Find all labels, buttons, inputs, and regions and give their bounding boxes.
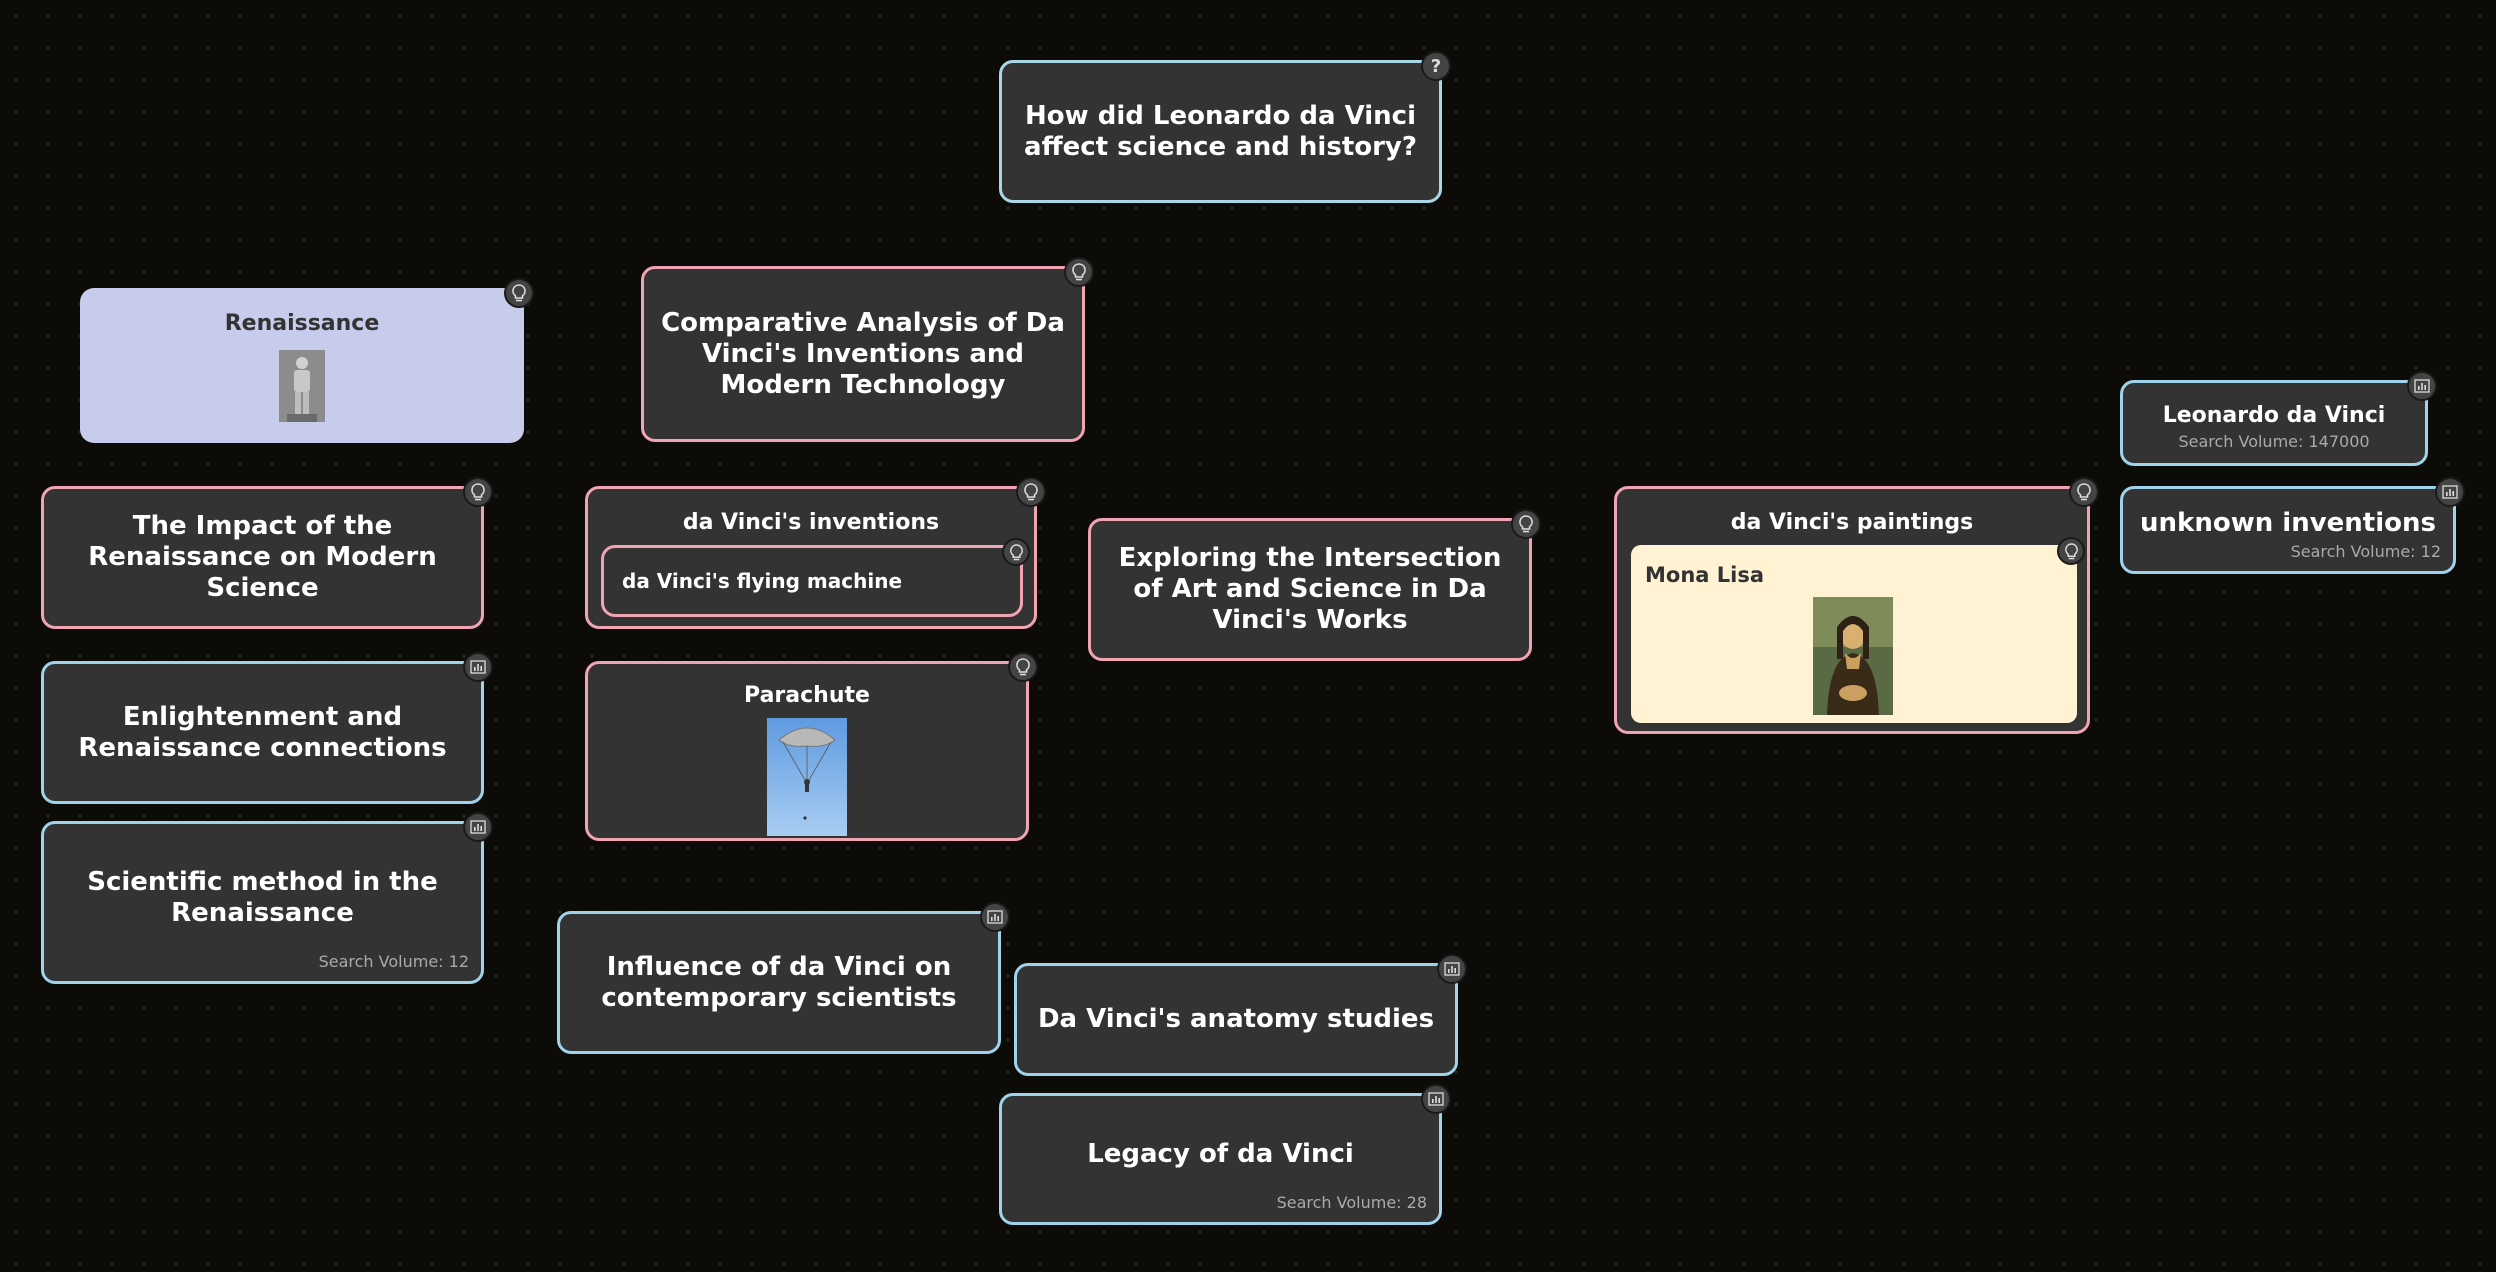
- impact-renaissance-card[interactable]: The Impact of the Renaissance on Modern …: [41, 477, 493, 629]
- lightbulb-icon[interactable]: [2057, 537, 2085, 565]
- paintings-card[interactable]: da Vinci's paintings Mona Lisa: [1614, 477, 2099, 734]
- mona-lisa-title: Mona Lisa: [1645, 563, 1765, 587]
- exploring-intersection-text: Exploring the Intersection of Art and Sc…: [1118, 543, 1502, 635]
- legacy-card[interactable]: Legacy of da Vinci Search Volume: 28: [999, 1084, 1451, 1225]
- bar-chart-icon[interactable]: [980, 902, 1010, 932]
- parachute-image: [767, 718, 847, 836]
- lightbulb-icon[interactable]: [1008, 652, 1038, 682]
- lightbulb-icon[interactable]: [463, 477, 493, 507]
- unknown-inventions-card[interactable]: unknown inventions Search Volume: 12: [2120, 477, 2465, 574]
- scientific-method-text: Scientific method in the Renaissance: [87, 866, 438, 928]
- david-statue-image: [279, 350, 325, 422]
- legacy-search-volume: Search Volume: 28: [1276, 1193, 1427, 1212]
- enlightenment-text: Enlightenment and Renaissance connection…: [78, 701, 447, 763]
- lightbulb-icon[interactable]: [1002, 538, 1030, 566]
- leonardo-da-vinci-card[interactable]: Leonardo da Vinci Search Volume: 147000: [2120, 371, 2437, 466]
- bar-chart-icon[interactable]: [1421, 1084, 1451, 1114]
- flying-machine-card[interactable]: da Vinci's flying machine: [601, 538, 1030, 617]
- question-mark-icon[interactable]: ?: [1421, 51, 1451, 81]
- enlightenment-card[interactable]: Enlightenment and Renaissance connection…: [41, 652, 493, 804]
- legacy-text: Legacy of da Vinci: [1087, 1138, 1354, 1169]
- question-text: How did Leonardo da Vinci affect science…: [1024, 100, 1417, 162]
- unknown-inventions-title: unknown inventions: [2140, 507, 2436, 538]
- mona-lisa-image: [1813, 597, 1893, 715]
- lightbulb-icon[interactable]: [1016, 477, 1046, 507]
- flying-machine-text: da Vinci's flying machine: [622, 569, 903, 593]
- parachute-card[interactable]: Parachute: [585, 652, 1038, 841]
- bar-chart-icon[interactable]: [1437, 954, 1467, 984]
- bar-chart-icon[interactable]: [2407, 371, 2437, 401]
- anatomy-studies-card[interactable]: Da Vinci's anatomy studies: [1014, 954, 1467, 1076]
- bar-chart-icon[interactable]: [463, 812, 493, 842]
- lightbulb-icon[interactable]: [1511, 509, 1541, 539]
- mona-lisa-card[interactable]: Mona Lisa: [1631, 537, 2085, 723]
- scientific-method-card[interactable]: Scientific method in the Renaissance Sea…: [41, 812, 493, 984]
- leonardo-da-vinci-title: Leonardo da Vinci: [2162, 403, 2386, 428]
- question-card[interactable]: How did Leonardo da Vinci affect science…: [999, 51, 1451, 203]
- parachute-title: Parachute: [744, 683, 870, 708]
- leonardo-search-volume: Search Volume: 147000: [2178, 432, 2370, 451]
- comparative-analysis-card[interactable]: Comparative Analysis of Da Vinci's Inven…: [641, 257, 1094, 442]
- bar-chart-icon[interactable]: [2435, 477, 2465, 507]
- bar-chart-icon[interactable]: [463, 652, 493, 682]
- influence-text: Influence of da Vinci on contemporary sc…: [601, 951, 957, 1013]
- anatomy-studies-text: Da Vinci's anatomy studies: [1037, 1004, 1435, 1034]
- impact-renaissance-text: The Impact of the Renaissance on Modern …: [88, 511, 437, 603]
- renaissance-card[interactable]: Renaissance: [80, 278, 534, 443]
- lightbulb-icon[interactable]: [2069, 477, 2099, 507]
- renaissance-title: Renaissance: [224, 311, 380, 336]
- paintings-title: da Vinci's paintings: [1730, 510, 1974, 535]
- comparative-analysis-text: Comparative Analysis of Da Vinci's Inven…: [661, 307, 1065, 400]
- inventions-title: da Vinci's inventions: [682, 510, 940, 535]
- scientific-search-volume: Search Volume: 12: [318, 952, 469, 971]
- unknown-search-volume: Search Volume: 12: [2290, 542, 2441, 561]
- lightbulb-icon[interactable]: [1064, 257, 1094, 287]
- lightbulb-icon[interactable]: [504, 278, 534, 308]
- exploring-intersection-card[interactable]: Exploring the Intersection of Art and Sc…: [1088, 509, 1541, 661]
- influence-card[interactable]: Influence of da Vinci on contemporary sc…: [557, 902, 1010, 1054]
- inventions-card[interactable]: da Vinci's inventions da Vinci's flying …: [585, 477, 1046, 629]
